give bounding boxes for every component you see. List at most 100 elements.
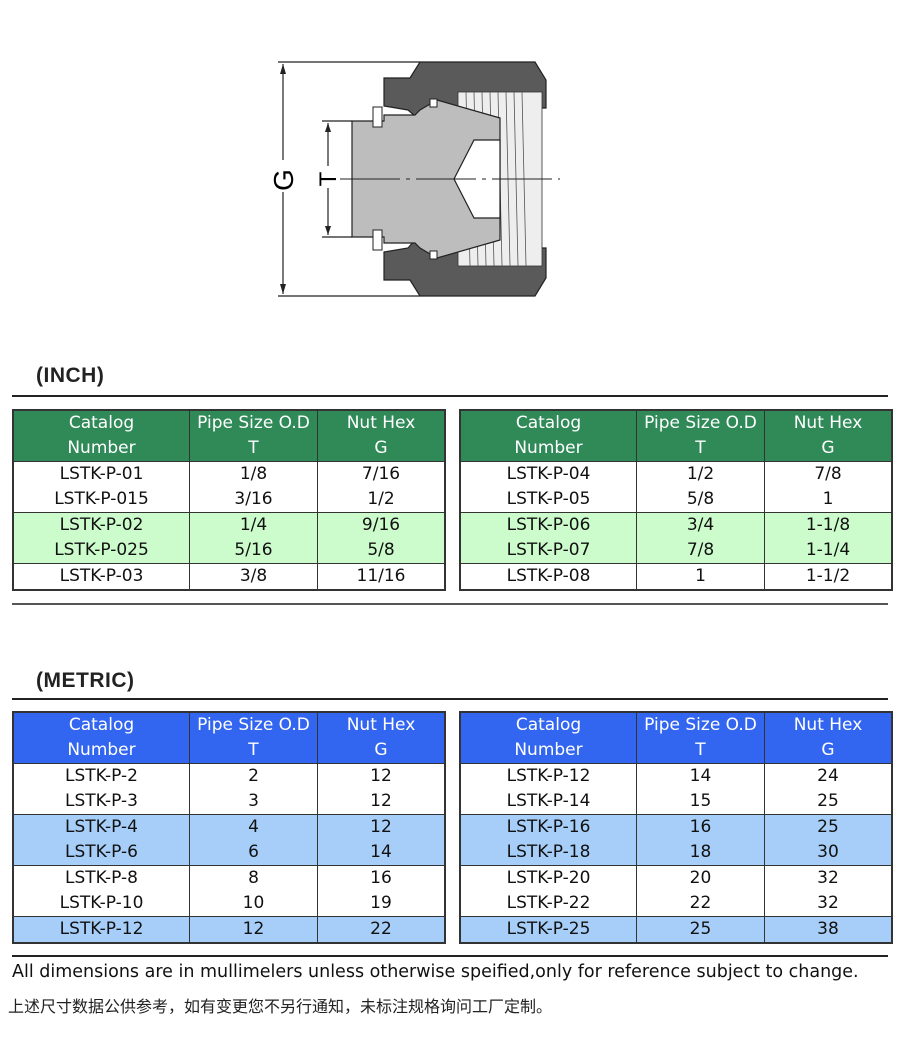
header-line: T [695, 740, 706, 760]
header-line: Catalog [515, 715, 582, 735]
footer-note-english: All dimensions are in mullimelers unless… [12, 962, 859, 982]
pipe-size-cell: 3 [189, 789, 318, 815]
header-line: Pipe Size O.D [197, 715, 310, 735]
catalog-number-cell: LSTK-P-14 [459, 789, 637, 815]
catalog-number-cell: LSTK-P-06 [459, 512, 637, 538]
metric-section-title: (METRIC) [36, 669, 135, 692]
catalog-number-cell: LSTK-P-2 [12, 763, 190, 789]
nut-hex-cell: 14 [317, 840, 446, 866]
catalog-number-cell: LSTK-P-8 [12, 865, 190, 891]
header-line: Catalog [68, 413, 135, 433]
pipe-size-cell: 7/8 [636, 538, 765, 564]
header-line: Nut Hex [793, 413, 863, 433]
pipe-size-cell: 1/8 [189, 461, 318, 487]
dimension-g-label: G [268, 169, 299, 191]
nut-hex-cell: 12 [317, 763, 446, 789]
nut-hex-cell: 30 [764, 840, 893, 866]
catalog-number-cell: LSTK-P-025 [12, 538, 190, 564]
column-header-pipe-size: Pipe Size O.D T [636, 712, 765, 764]
header-line: Catalog [515, 413, 582, 433]
header-line: Nut Hex [346, 413, 416, 433]
catalog-number-cell: LSTK-P-015 [12, 487, 190, 513]
pipe-size-cell: 16 [636, 814, 765, 840]
nut-hex-cell: 5/8 [317, 538, 446, 564]
header-line: Number [67, 438, 136, 458]
catalog-number-cell: LSTK-P-4 [12, 814, 190, 840]
pipe-size-cell: 12 [189, 916, 318, 943]
nut-hex-cell: 1-1/8 [764, 512, 893, 538]
header-line: G [374, 740, 388, 760]
nut-hex-cell: 22 [317, 916, 446, 943]
header-line: Pipe Size O.D [644, 715, 757, 735]
pipe-size-cell: 4 [189, 814, 318, 840]
header-line: Nut Hex [346, 715, 416, 735]
nut-hex-cell: 1/2 [317, 487, 446, 513]
header-line: G [374, 438, 388, 458]
header-line: Number [67, 740, 136, 760]
pipe-size-cell: 3/16 [189, 487, 318, 513]
pipe-size-cell: 2 [189, 763, 318, 789]
nut-hex-cell: 25 [764, 789, 893, 815]
catalog-number-cell: LSTK-P-12 [12, 916, 190, 943]
header-line: T [695, 438, 706, 458]
pipe-size-cell: 18 [636, 840, 765, 866]
catalog-number-cell: LSTK-P-20 [459, 865, 637, 891]
nut-hex-cell: 9/16 [317, 512, 446, 538]
pipe-size-cell: 3/4 [636, 512, 765, 538]
nut-hex-cell: 24 [764, 763, 893, 789]
header-line: Nut Hex [793, 715, 863, 735]
header-line: Catalog [68, 715, 135, 735]
pipe-size-cell: 15 [636, 789, 765, 815]
footer-note-chinese: 上述尺寸数据公供参考，如有变更您不另行通知，未标注规格询问工厂定制。 [8, 997, 553, 1016]
pipe-size-cell: 8 [189, 865, 318, 891]
catalog-number-cell: LSTK-P-16 [459, 814, 637, 840]
header-line: G [821, 740, 835, 760]
catalog-number-cell: LSTK-P-6 [12, 840, 190, 866]
pipe-size-cell: 25 [636, 916, 765, 943]
catalog-number-cell: LSTK-P-05 [459, 487, 637, 513]
nut-hex-cell: 32 [764, 891, 893, 917]
pipe-size-cell: 20 [636, 865, 765, 891]
nut-hex-cell: 1 [764, 487, 893, 513]
fitting-cross-section-drawing: G T [268, 61, 560, 297]
nut-hex-cell: 1-1/4 [764, 538, 893, 564]
